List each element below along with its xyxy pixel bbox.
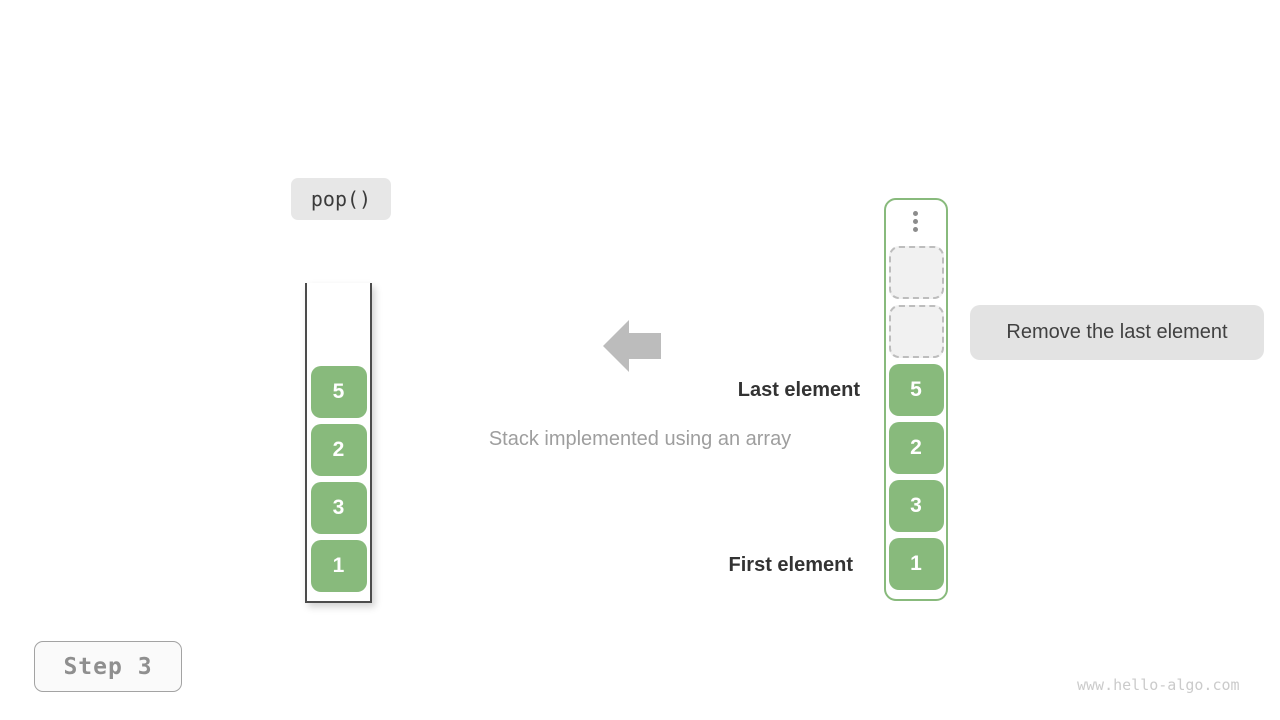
stack-container: 5 2 3 1 — [305, 283, 372, 603]
stack-cell: 2 — [310, 424, 367, 476]
step-badge: Step 3 — [34, 641, 182, 692]
annotation-label: Remove the last element — [1006, 321, 1228, 343]
array-cell: 3 — [888, 480, 944, 532]
array-empty-slot — [888, 246, 944, 299]
stack-cell: 1 — [310, 540, 367, 592]
vertical-ellipsis-icon — [913, 211, 918, 232]
diagram-caption: Stack implemented using an array — [488, 428, 792, 450]
stack-cell: 5 — [310, 366, 367, 418]
last-element-label: Last element — [737, 379, 860, 401]
stack-cell: 3 — [310, 482, 367, 534]
array-cell: 1 — [888, 538, 944, 590]
watermark: www.hello-algo.com — [1077, 676, 1240, 694]
array-empty-slot — [888, 305, 944, 358]
arrow-left-icon — [603, 320, 661, 372]
pop-operation-chip: pop() — [291, 178, 391, 220]
step-label: Step 3 — [63, 653, 153, 680]
array-cell: 5 — [888, 364, 944, 416]
array-cell: 2 — [888, 422, 944, 474]
array-container: 5 2 3 1 — [884, 198, 948, 601]
pop-operation-label: pop() — [310, 187, 372, 211]
first-element-label: First element — [728, 554, 853, 576]
annotation-bubble: Remove the last element — [970, 305, 1264, 360]
